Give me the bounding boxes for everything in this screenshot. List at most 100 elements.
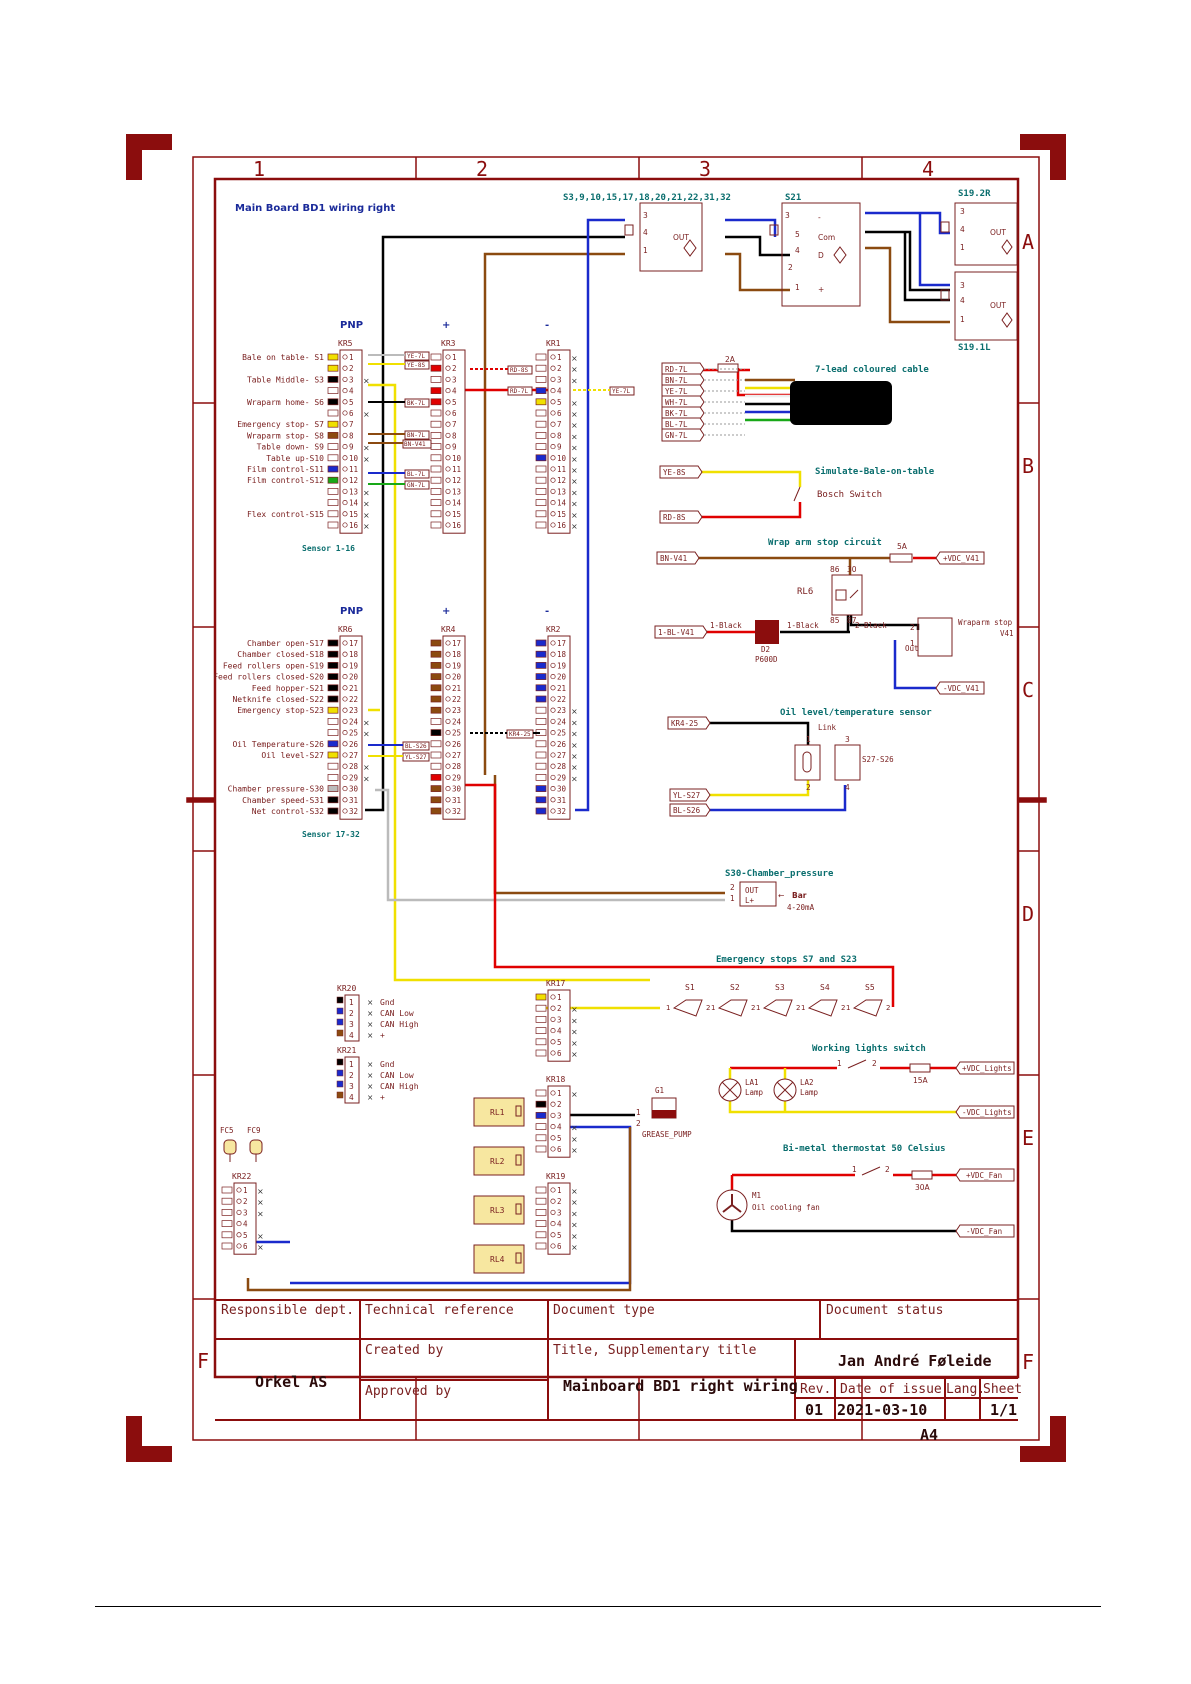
pin-label: 4 — [557, 1123, 562, 1132]
oil-sensor: Oil level/temperature sensor KR4-25 Link… — [667, 707, 932, 817]
pin-label: 18 — [557, 650, 567, 659]
pin-label: 21 — [557, 684, 566, 693]
pin-label: 22 — [349, 695, 358, 704]
no-connect-icon: × — [571, 376, 578, 385]
pin-label: 20 — [557, 673, 567, 682]
pin-label: 27 — [349, 751, 358, 760]
pin-label: 1 — [711, 1004, 715, 1012]
no-connect-icon: × — [571, 741, 578, 750]
wire-tag: YE-7L — [612, 388, 630, 395]
no-connect-icon: × — [363, 444, 370, 453]
pin-label: 8 — [452, 431, 457, 440]
pin-label: 10 — [452, 454, 462, 463]
wire-tag: RD-7L — [510, 388, 528, 395]
no-connect-icon: × — [571, 1198, 578, 1207]
pin-label: 3 — [557, 1208, 562, 1217]
terminal-row-label: Table up-S10 — [266, 454, 324, 463]
row-label: F — [197, 1349, 209, 1373]
pin-label: 2 — [806, 783, 811, 792]
cable-body — [790, 381, 892, 425]
pnp-head: PNP — [340, 320, 363, 331]
simulate-switch: Simulate-Bale-on-table Bosch Switch YE-8… — [659, 465, 935, 524]
pin-label: 4 — [349, 1093, 354, 1102]
lplus-label: L+ — [745, 896, 755, 905]
can-signal: CAN High — [380, 1082, 419, 1091]
column-heads: PNP + - PNP + - — [340, 320, 549, 617]
pin-label: 11 — [557, 465, 566, 474]
tag-label: BL-S26 — [673, 806, 701, 815]
sensor-diamond-icon — [1001, 239, 1013, 255]
pin-label: 14 — [557, 499, 567, 508]
pin-label: 4 — [845, 783, 850, 792]
pin-label: 17 — [557, 639, 566, 648]
pin-label: 3 — [785, 211, 790, 220]
pin-label: 15 — [349, 510, 358, 519]
no-connect-icon: × — [571, 752, 578, 761]
no-connect-icon: × — [257, 1187, 264, 1196]
seven-lead-cable: 7-lead coloured cable 2A RD-7LBN-7LYE-7L… — [661, 355, 929, 442]
pin-label: 17 — [452, 639, 461, 648]
pin-label: 5 — [557, 1134, 562, 1143]
relay-label: RL2 — [490, 1157, 505, 1166]
pin-label: 1 — [643, 246, 648, 255]
pin-label: 27 — [452, 751, 461, 760]
pin-label: 8 — [557, 431, 562, 440]
terminal-row-label: Feed rollers closed-S20 — [213, 673, 324, 682]
no-connect-icon: × — [571, 444, 578, 453]
no-connect-icon: × — [571, 455, 578, 464]
pin-label: 18 — [349, 650, 359, 659]
pin-label: 15 — [452, 510, 461, 519]
term-label: - — [818, 213, 821, 222]
sensor-diamond-icon — [683, 239, 697, 257]
pin-label: 2 — [636, 1119, 641, 1128]
s19r-label: S19.2R — [958, 189, 991, 199]
pin-label: 20 — [452, 673, 462, 682]
tb-sheet-hdr: Sheet — [983, 1382, 1022, 1397]
terminal-row-label: Feed rollers open-S19 — [223, 661, 324, 670]
pin-label: 3 — [349, 1020, 354, 1029]
pin-label: 4 — [643, 228, 648, 237]
pin-label: 14 — [452, 499, 462, 508]
fc-label: FC5 — [220, 1126, 234, 1135]
estop-label: S3 — [775, 983, 785, 992]
pin-label: 4 — [960, 225, 965, 234]
pin-label: 24 — [557, 717, 567, 726]
no-connect-icon: × — [363, 376, 370, 385]
pin-label: 1 — [801, 1004, 805, 1012]
no-connect-icon: × — [571, 1187, 578, 1196]
pin-label: 9 — [452, 443, 457, 452]
terminal-row-label: Emergency stop-S23 — [237, 706, 324, 715]
oil-title: Oil level/temperature sensor — [780, 707, 932, 718]
pin-label: 1 — [837, 1059, 842, 1068]
wrap-title: Wrap arm stop circuit — [768, 537, 882, 548]
tb-lang-hdr: Lang. — [946, 1382, 985, 1397]
pin-label: 11 — [349, 465, 358, 474]
pin-label: 7 — [452, 420, 457, 429]
fuse-label: 30A — [915, 1183, 931, 1192]
no-connect-icon: × — [363, 500, 370, 509]
out-label: OUT — [745, 886, 759, 895]
pin-label: 30 — [557, 785, 567, 794]
no-connect-icon: × — [571, 410, 578, 419]
fc-label: FC9 — [247, 1126, 261, 1135]
terminal-row-label: Wraparm home- S6 — [247, 398, 324, 407]
no-connect-icon: × — [571, 1146, 578, 1155]
pin-label: 4 — [960, 296, 965, 305]
tb-title: Mainboard BD1 right wiring — [563, 1377, 798, 1395]
minus-head: - — [545, 606, 549, 617]
pin-label: 4 — [557, 1027, 562, 1036]
sensor-id: V41 — [1000, 629, 1014, 638]
no-connect-icon: × — [367, 1031, 373, 1040]
pin-label: 2 — [796, 1004, 800, 1012]
block-label: KR17 — [546, 979, 565, 988]
row-label: E — [1022, 1126, 1034, 1150]
top-sensor: S3,9,10,15,17,18,20,21,22,31,32 3 4 1 OU… — [563, 193, 731, 272]
pin-label: 9 — [557, 443, 562, 452]
relay-label: RL3 — [490, 1206, 505, 1215]
no-connect-icon: × — [571, 421, 578, 430]
s19-sensors: S19.2R S19.1L 3 4 1 3 4 1 OUT OUT — [940, 189, 1018, 353]
no-connect-icon: × — [571, 1090, 578, 1099]
pin-label: 1 — [557, 353, 562, 362]
sensor-diamond-icon — [1001, 312, 1013, 328]
